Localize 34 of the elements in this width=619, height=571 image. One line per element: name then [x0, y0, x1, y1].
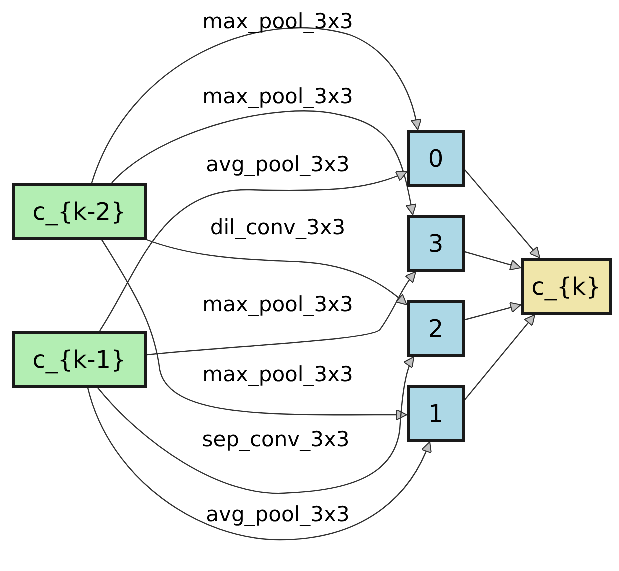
- arrow: [464, 170, 540, 258]
- arrow: [112, 110, 417, 216]
- node-box: [407, 300, 465, 357]
- node-label: 0: [428, 146, 444, 170]
- node-label: 1: [428, 402, 444, 426]
- arrow: [464, 314, 536, 400]
- edge-label: max_pool_3x3: [202, 294, 354, 316]
- node-label: c_{k}: [532, 274, 602, 298]
- edge-label: avg_pool_3x3: [206, 154, 350, 176]
- arrow: [102, 240, 408, 421]
- node-box: [12, 331, 147, 388]
- arrow: [464, 251, 522, 271]
- node-label: c_{k-1}: [32, 348, 126, 372]
- node-label: 2: [428, 316, 444, 340]
- node-label: c_{k-2}: [32, 200, 126, 224]
- edge-label: max_pool_3x3: [202, 12, 354, 32]
- arrow: [91, 27, 422, 184]
- node-label: 3: [428, 232, 444, 256]
- arrow: [87, 388, 432, 541]
- node-box: [12, 183, 147, 240]
- arrow: [98, 356, 415, 494]
- edge-label: max_pool_3x3: [202, 364, 354, 386]
- edge-label: dil_conv_3x3: [210, 218, 346, 238]
- edge-label: avg_pool_3x3: [206, 504, 350, 526]
- arrow: [146, 272, 416, 356]
- arrow: [99, 171, 408, 332]
- arrow: [146, 239, 408, 306]
- edge-label: sep_conv_3x3: [202, 430, 350, 450]
- node-box: [521, 258, 612, 315]
- node-box: [407, 385, 465, 442]
- node-box: [407, 215, 465, 272]
- arrow: [464, 302, 522, 321]
- node-box: [407, 130, 465, 187]
- edge-label: max_pool_3x3: [202, 86, 354, 108]
